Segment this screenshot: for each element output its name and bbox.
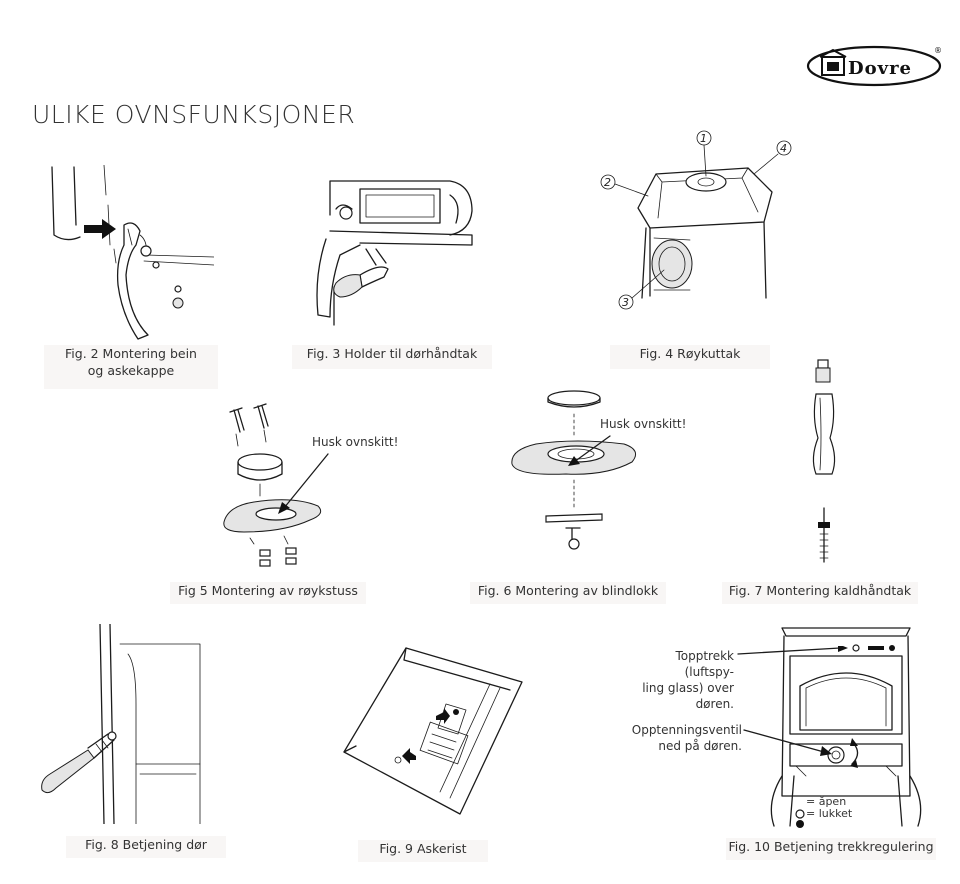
svg-text:1: 1 — [700, 132, 707, 145]
svg-text:3: 3 — [622, 296, 629, 309]
fig5-note: Husk ovnskitt! — [312, 435, 399, 449]
fig6-illustration — [506, 388, 656, 562]
fig5-caption: Fig 5 Montering av røykstuss — [170, 582, 366, 604]
fig3-illustration — [300, 175, 480, 339]
fig9-caption: Fig. 9 Askerist — [358, 840, 488, 862]
svg-text:2: 2 — [604, 176, 611, 189]
fig2-caption: Fig. 2 Montering bein og askekappe — [44, 345, 218, 389]
fig8-caption: Fig. 8 Betjening dør — [66, 836, 226, 858]
fig6-note: Husk ovnskitt! — [600, 417, 687, 431]
fig5-illustration — [214, 398, 334, 572]
fig5-pointer-arrow — [278, 453, 329, 514]
fig3-caption: Fig. 3 Holder til dørhåndtak — [292, 345, 492, 369]
page-title: ULIKE OVNSFUNKSJONER — [32, 100, 356, 129]
fig10-opptenning-arrow — [743, 729, 832, 756]
fig8-illustration — [36, 623, 206, 828]
svg-text:®: ® — [934, 46, 942, 55]
fig6-caption: Fig. 6 Montering av blindlokk — [470, 582, 666, 604]
fig10-legend-open: = åpen — [806, 795, 847, 808]
fig4-caption: Fig. 4 Røykuttak — [610, 345, 770, 369]
svg-text:4: 4 — [780, 142, 787, 155]
fig6-pointer-arrow — [568, 435, 611, 466]
fig10-illustration — [756, 626, 926, 836]
fig9-illustration — [340, 642, 530, 826]
fig10-caption: Fig. 10 Betjening trekkregulering — [726, 838, 936, 860]
fig10-topptrekk-arrow — [737, 646, 848, 655]
fig7-illustration — [796, 358, 856, 574]
fig10-topptrekk-note: Topptrekk (luftspy- ling glass) over dør… — [642, 649, 734, 711]
fig2-illustration — [44, 164, 215, 349]
logo-wordmark: Dovre — [848, 58, 912, 79]
fig10-legend-closed: = lukket — [806, 807, 853, 820]
dovre-logo: Dovre ® — [806, 44, 946, 92]
fig7-caption: Fig. 7 Montering kaldhåndtak — [722, 582, 918, 604]
fig10-opptenning-note: Opptenningsventil ned på døren. — [631, 723, 742, 753]
fig4-illustration: 1 2 3 4 — [598, 128, 808, 332]
